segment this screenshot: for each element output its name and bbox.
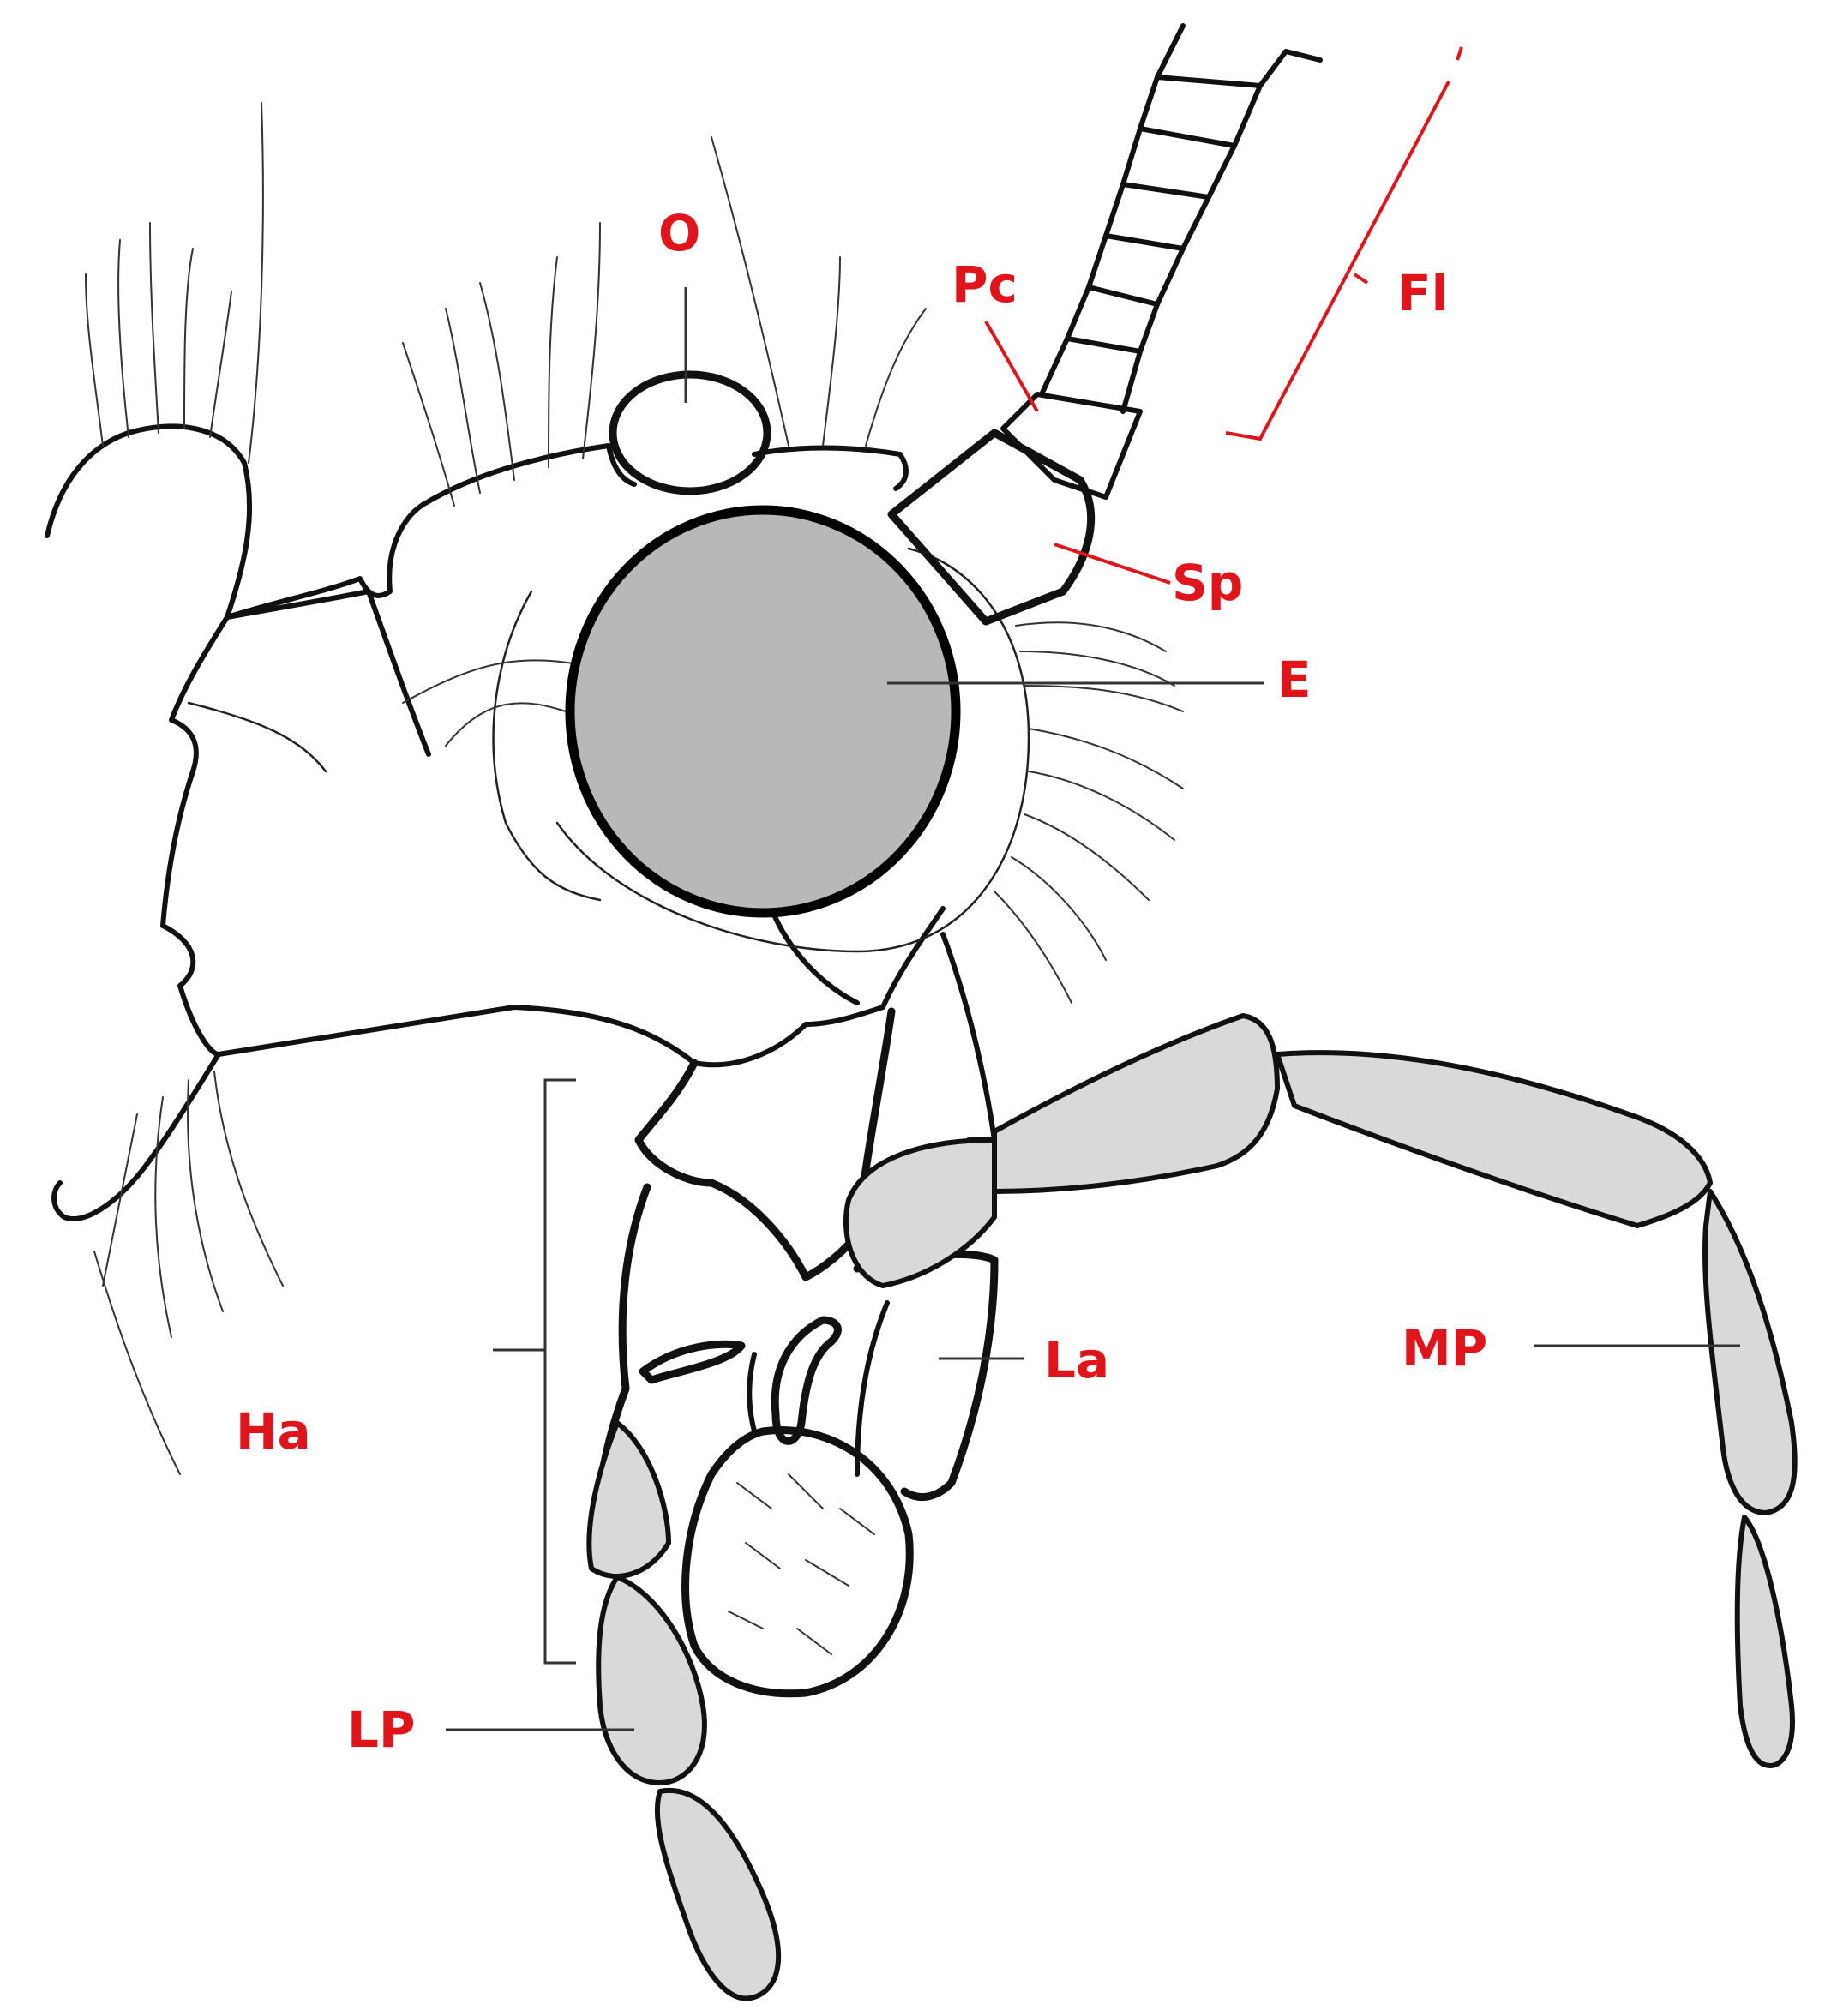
maxillary-palp-seg5: [1734, 1515, 1795, 1768]
hypopharynx-texture: [728, 1473, 875, 1655]
label-maxillary-palp: MP: [1402, 1319, 1487, 1377]
head-capsule: [45, 423, 946, 1221]
ocellus-shape: [609, 370, 771, 495]
labial-palp-seg2: [654, 1787, 782, 2001]
maxillary-palp-seg4: [1702, 1189, 1798, 1515]
mouthparts-base: [634, 932, 997, 1281]
hypopharynx: [681, 1426, 914, 1698]
label-labium: La: [1044, 1331, 1109, 1389]
label-ocellus: O: [658, 204, 700, 262]
maxillary-palp-seg3: [1275, 1050, 1713, 1228]
eye-setae: [994, 621, 1184, 1004]
head-setae: [402, 136, 927, 747]
label-flagellum: Fl: [1397, 264, 1449, 322]
annotation-layer: [446, 46, 1740, 1731]
label-eye: E: [1277, 651, 1312, 709]
left-setae: [85, 102, 284, 1475]
ligula: [639, 1316, 842, 1445]
maxillary-palp-seg1: [843, 1137, 997, 1288]
labial-palp-seg1: [596, 1575, 707, 1785]
maxillary-palp-seg2: [992, 1013, 1280, 1194]
mouthparts-bracket: [493, 1078, 576, 1665]
label-labial-palp: LP: [347, 1701, 415, 1759]
compound-eye: [555, 505, 1030, 953]
label-pedicel: Pc: [952, 255, 1018, 314]
antenna: [887, 23, 1323, 626]
label-scape: Sp: [1172, 554, 1243, 612]
labial-lobe: [586, 1420, 671, 1579]
label-haustellum: Ha: [236, 1402, 311, 1461]
